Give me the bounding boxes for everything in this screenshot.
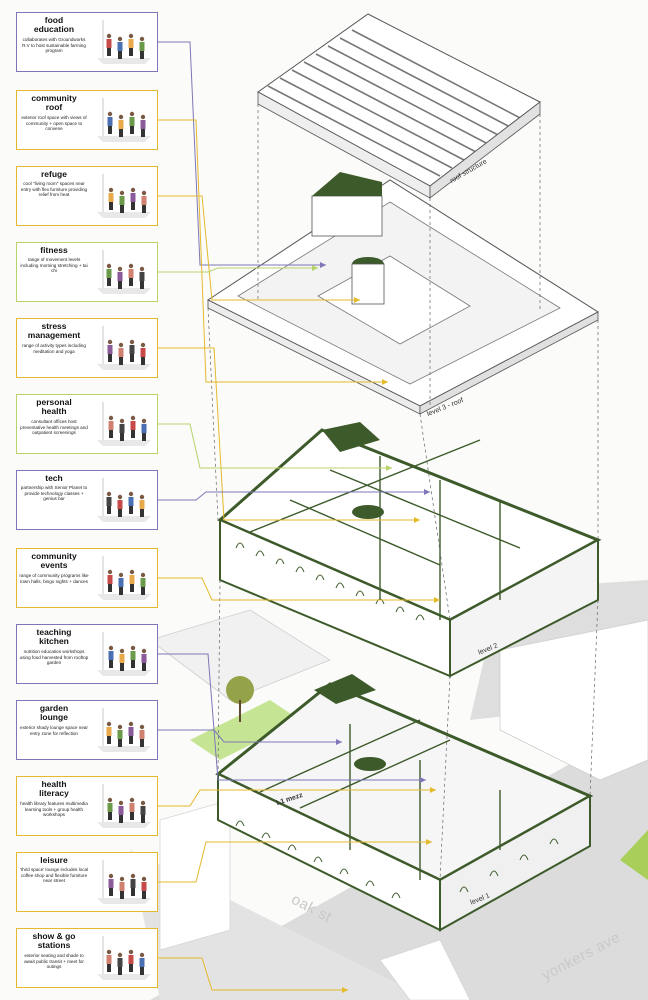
program-description: range of community programs like town ha…	[19, 573, 89, 584]
program-title: show & go stations	[32, 931, 76, 950]
yoga-people-icon	[97, 326, 151, 370]
program-card: teaching kitchen nutrition education work…	[16, 624, 158, 684]
program-card: community roof exterior roof space with v…	[16, 90, 158, 150]
leader-line	[158, 957, 348, 991]
arrowhead-icon	[430, 787, 436, 793]
program-title: stress management	[27, 321, 81, 340]
program-description: range of movement levels including morni…	[20, 257, 88, 274]
level-1-floor	[215, 674, 594, 932]
program-description: collaborates with Groundworks R.V to hos…	[22, 37, 86, 54]
arrowhead-icon	[336, 739, 342, 745]
leader-line	[158, 729, 342, 743]
arrowhead-icon	[386, 465, 392, 471]
program-description: exterior seating and shade to await publ…	[24, 953, 84, 970]
program-title: tech	[45, 473, 63, 483]
program-title: community events	[31, 551, 77, 570]
tech-bar-icon	[97, 478, 151, 522]
planter-scene-icon	[97, 20, 151, 64]
level-2-floor	[217, 422, 602, 678]
leader-line	[158, 491, 430, 501]
arrowhead-icon	[420, 777, 426, 783]
roof-structure-panel	[257, 13, 541, 199]
consultation-icon	[97, 402, 151, 446]
program-title: fitness	[40, 245, 68, 255]
program-description: health library features multimedia learn…	[20, 801, 88, 818]
exercise-people-icon	[97, 250, 151, 294]
leader-line	[158, 267, 318, 273]
kitchen-icon	[97, 632, 151, 676]
program-title: food education	[33, 15, 75, 34]
arrowhead-icon	[414, 517, 420, 523]
leader-line	[158, 41, 326, 266]
leader-line	[158, 841, 432, 883]
arrowhead-icon	[312, 265, 318, 271]
arrowhead-icon	[354, 297, 360, 303]
program-title: personal health	[36, 397, 72, 416]
arrowhead-icon	[320, 262, 326, 268]
leader-line	[158, 347, 420, 521]
program-title: garden lounge	[39, 703, 69, 722]
program-card: fitness range of movement levels includin…	[16, 242, 158, 302]
program-card: personal health consultant offices host p…	[16, 394, 158, 454]
program-card: garden lounge exterior shady lounge space…	[16, 700, 158, 760]
leader-line	[158, 195, 360, 301]
program-description: partnership with Senior Planet to provid…	[20, 485, 88, 502]
leader-line	[158, 423, 392, 469]
transit-shelter-icon	[97, 936, 151, 980]
program-title: community roof	[31, 93, 77, 112]
program-description: 'third space' lounge includes local coff…	[19, 867, 89, 884]
program-title: leisure	[40, 855, 68, 865]
level-3-roof-plate	[207, 172, 599, 415]
arrowhead-icon	[424, 489, 430, 495]
library-shelves-icon	[97, 784, 151, 828]
program-description: exterior shady lounge space near entry z…	[20, 725, 88, 736]
sofa-lounge-icon	[97, 174, 151, 218]
arrowhead-icon	[382, 379, 388, 385]
program-card: show & go stations exterior seating and s…	[16, 928, 158, 988]
program-card: refuge cool "living room" spaces near ent…	[16, 166, 158, 226]
arrowhead-icon	[342, 987, 348, 993]
program-card: health literacy health library features m…	[16, 776, 158, 836]
cafe-counter-icon	[97, 860, 151, 904]
program-card: stress management range of activity types…	[16, 318, 158, 378]
leader-line	[158, 653, 426, 781]
garden-trees-icon	[97, 708, 151, 752]
leader-line	[158, 789, 436, 807]
crowd-event-icon	[97, 556, 151, 600]
leader-line	[158, 577, 440, 601]
program-card: leisure 'third space' lounge includes loc…	[16, 852, 158, 912]
program-title: refuge	[41, 169, 67, 179]
arrowhead-icon	[426, 839, 432, 845]
program-card: tech partnership with Senior Planet to pr…	[16, 470, 158, 530]
program-title: health literacy	[39, 779, 69, 798]
program-card: food education collaborates with Groundwo…	[16, 12, 158, 72]
program-card: community events range of community progr…	[16, 548, 158, 608]
alignment-lines	[207, 104, 599, 881]
tree-icons	[226, 676, 254, 722]
leader-line	[158, 119, 388, 383]
arrowhead-icon	[434, 597, 440, 603]
program-description: consultant offices host preventative hea…	[20, 419, 88, 436]
rooftop-gathering-icon	[97, 98, 151, 142]
leader-arrows	[158, 41, 440, 993]
program-description: nutrition education workshops using food…	[19, 649, 89, 666]
program-description: exterior roof space with views of commun…	[21, 115, 87, 132]
program-title: teaching kitchen	[36, 627, 72, 646]
program-description: cool "living room" spaces near entry wit…	[20, 181, 88, 198]
program-description: range of activity types including medita…	[22, 343, 86, 354]
